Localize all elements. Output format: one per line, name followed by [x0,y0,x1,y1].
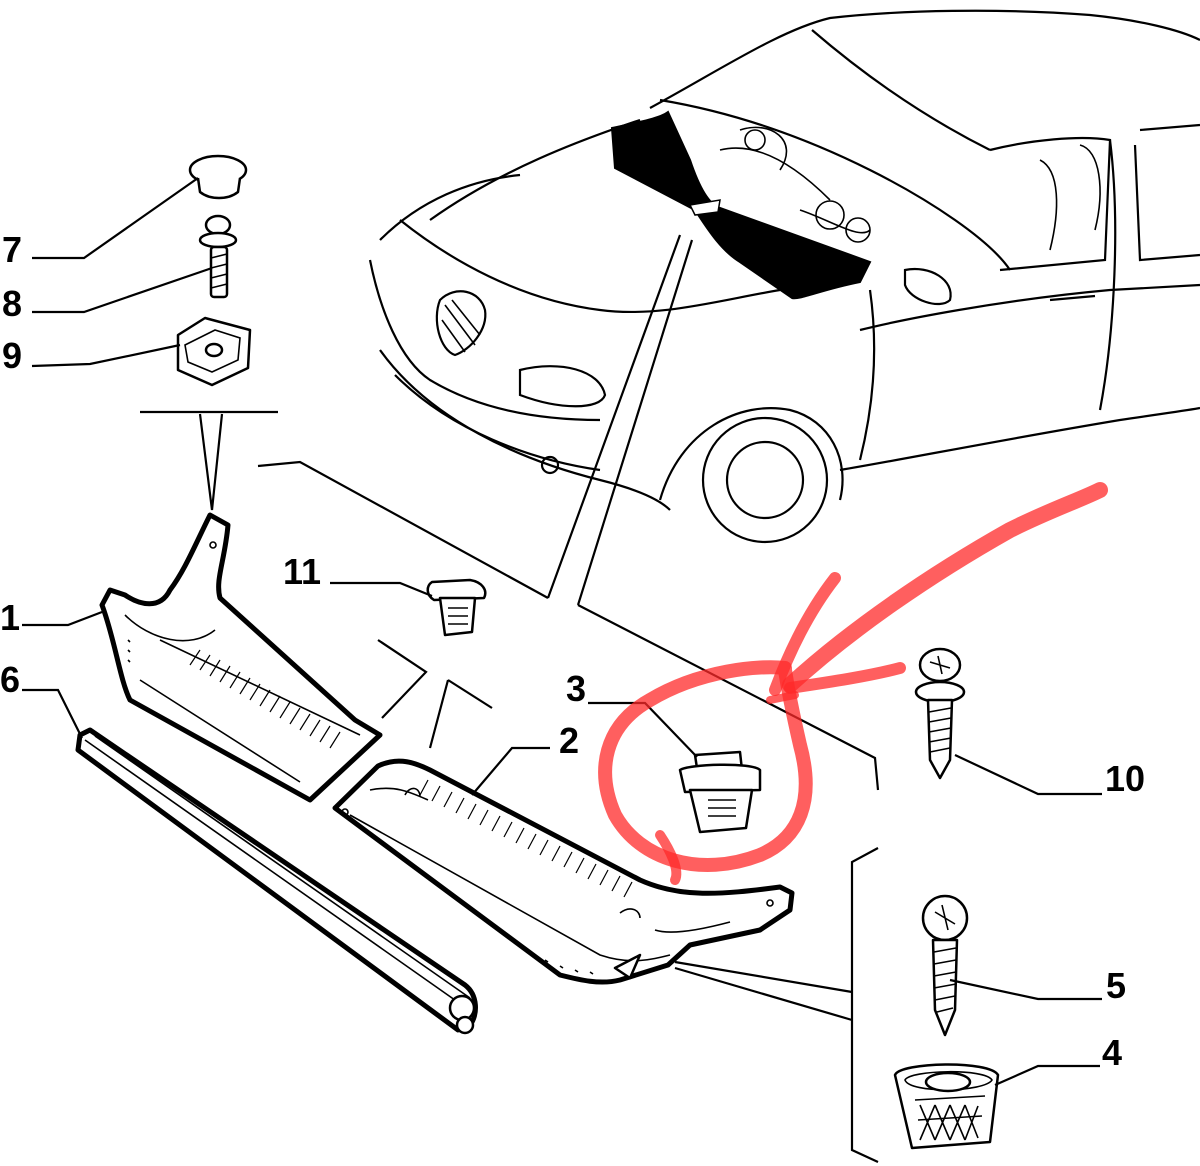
callout-3: 3 [566,668,586,709]
part-4-cage-nut [893,1063,1000,1150]
callout-2: 2 [559,720,579,761]
callout-numbers: 7 8 9 11 1 6 3 2 10 5 4 [0,229,1145,1073]
part-8-screw [198,214,238,299]
callout-7: 7 [2,229,22,270]
callout-8: 8 [2,283,22,324]
part-3-clip [678,750,762,834]
part-1-left-cowl [99,512,383,803]
leader-lines [257,234,880,791]
red-highlight-annotation [598,482,1108,885]
bracket-top-left [140,410,278,511]
part-5-screw [921,894,969,1037]
bracket-right [674,847,879,1163]
part-6-seal-strip [75,727,478,1035]
callout-9: 9 [2,335,22,376]
part-7-cap [188,154,248,200]
part-11-clip [426,578,487,637]
callout-leaders [22,177,1102,1087]
car-illustration [368,9,1200,544]
callout-6: 6 [0,659,20,700]
part-9-clip-nut [176,316,252,387]
callout-1: 1 [0,597,20,638]
callout-11: 11 [283,551,321,592]
callout-4: 4 [1102,1032,1122,1073]
callout-10: 10 [1105,758,1145,799]
callout-5: 5 [1106,965,1126,1006]
part-2-right-cowl [332,758,795,985]
part-10-screw [914,647,966,780]
bracket-middle [377,639,493,749]
